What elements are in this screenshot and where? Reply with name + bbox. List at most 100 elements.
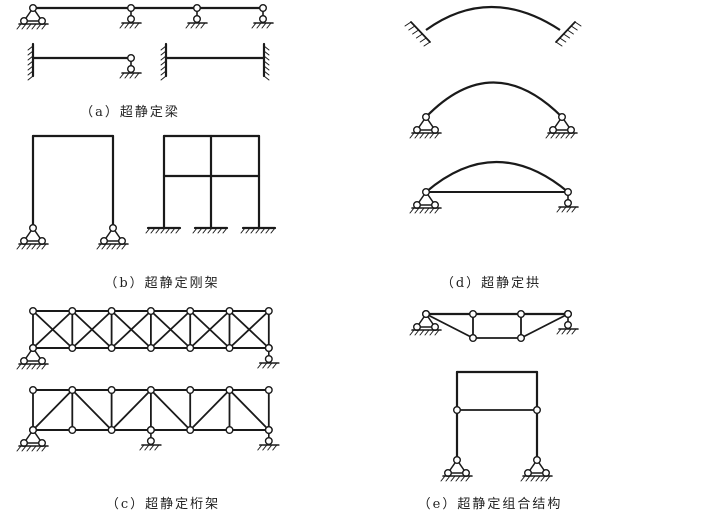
ground-hatch — [139, 444, 162, 451]
ground-hatch — [119, 22, 142, 29]
hatch-tick — [414, 132, 420, 139]
hinge-node — [29, 307, 38, 316]
hatch-tick — [119, 72, 125, 79]
hatch-tick — [556, 206, 562, 213]
ground-hatch — [185, 22, 208, 29]
ground-hatch — [96, 243, 129, 250]
fixed-wall — [160, 42, 168, 81]
hatch-tick — [36, 363, 42, 370]
hatch-tick — [111, 243, 117, 250]
hatch-tick — [559, 37, 567, 43]
roller-support — [139, 426, 162, 451]
truss-diagonal — [189, 389, 231, 431]
hatch-tick — [129, 22, 135, 29]
hatch-tick — [190, 22, 196, 29]
ground-hatch — [409, 207, 442, 214]
hinge-node — [453, 406, 462, 415]
hatch-tick — [434, 132, 440, 139]
hatch-tick — [139, 444, 145, 451]
hinge-node — [29, 3, 38, 12]
support-triangle — [22, 6, 44, 22]
hatch-tick — [31, 363, 37, 370]
hatch-tick — [21, 23, 27, 30]
hatch-tick — [27, 70, 34, 76]
hinge-node — [564, 187, 573, 196]
hatch-tick — [440, 475, 446, 482]
hatch-tick — [144, 444, 150, 451]
pin-support — [520, 456, 553, 482]
hinge-node — [469, 310, 478, 319]
hatch-tick — [445, 475, 451, 482]
ground-hatch — [251, 22, 274, 29]
hinge-node — [558, 112, 567, 121]
hatch-tick — [27, 50, 34, 56]
ground-hatch — [16, 363, 49, 370]
ground-hatch — [119, 72, 142, 79]
hatch-tick — [21, 243, 27, 250]
hatch-tick — [124, 22, 130, 29]
hatch-tick — [197, 227, 203, 234]
hinge-node — [422, 112, 431, 121]
arch-two-hinged — [425, 81, 563, 118]
hatch-tick — [566, 206, 572, 213]
hinge-node — [126, 14, 135, 23]
pin-support — [440, 456, 473, 482]
hatch-tick — [424, 329, 430, 336]
hatch-tick — [41, 445, 47, 452]
hatch-tick — [36, 445, 42, 452]
ground-hatch — [545, 132, 578, 139]
hatch-tick — [414, 207, 420, 214]
hinge-node — [259, 14, 268, 23]
hatch-tick — [455, 475, 461, 482]
diagram-d-arches — [404, 6, 582, 214]
ground-hatch — [16, 243, 49, 250]
hatch-tick — [134, 22, 140, 29]
hatch-tick — [160, 50, 167, 56]
hatch-tick — [267, 444, 273, 451]
support-triangle — [446, 458, 468, 474]
hatch-tick — [570, 25, 578, 31]
pin-support — [409, 112, 442, 139]
fixed-base — [240, 226, 277, 234]
hatch-tick — [26, 23, 32, 30]
hinge-node — [186, 344, 195, 353]
pin-support — [16, 344, 49, 370]
hatch-tick — [27, 60, 34, 66]
hatch-tick — [256, 22, 262, 29]
hinge-node — [225, 386, 234, 395]
hatch-tick — [250, 227, 256, 234]
hatch-tick — [419, 329, 425, 336]
diagram-c-trusses — [16, 307, 280, 452]
hinge-node — [68, 386, 77, 395]
hatch-tick — [260, 227, 266, 234]
hatch-tick — [460, 475, 466, 482]
fixed-base — [145, 226, 182, 234]
hatch-tick — [267, 362, 273, 369]
hinge-node — [126, 54, 135, 63]
truss-diagonal — [149, 389, 192, 431]
arch-tied — [425, 160, 569, 193]
roller-support — [556, 310, 579, 335]
hatch-tick — [265, 227, 271, 234]
hinge-node — [225, 307, 234, 316]
hatch-tick — [409, 329, 415, 336]
truss-diagonal — [32, 310, 74, 349]
hatch-tick — [16, 445, 22, 452]
hatch-tick — [129, 72, 135, 79]
hatch-tick — [270, 227, 276, 234]
hatch-tick — [26, 363, 32, 370]
hatch-tick — [31, 445, 37, 452]
support-line — [410, 21, 431, 43]
hatch-tick — [26, 445, 32, 452]
hatch-tick — [561, 328, 567, 335]
fixed-arch-left-support — [404, 21, 431, 47]
hinge-node — [517, 334, 526, 343]
hatch-tick — [257, 362, 263, 369]
roller-support — [119, 54, 142, 79]
hinge-node — [186, 426, 195, 435]
hatch-tick — [419, 132, 425, 139]
hinge-node — [107, 344, 116, 353]
hatch-tick — [106, 243, 112, 250]
hinge-node — [517, 310, 526, 319]
hatch-tick — [545, 475, 551, 482]
